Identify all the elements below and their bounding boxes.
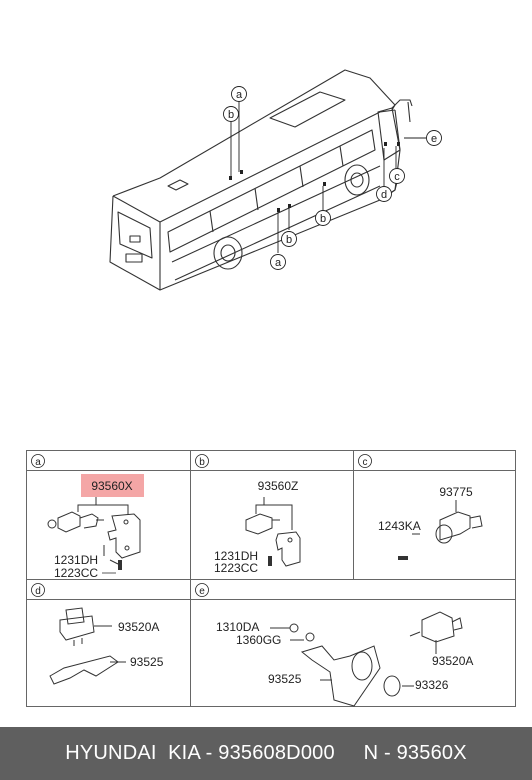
callout-b-mid: b bbox=[281, 231, 297, 247]
svg-text:a: a bbox=[35, 457, 41, 468]
callout-b-top: b bbox=[223, 106, 239, 122]
fastener-1223CC: 1223CC bbox=[54, 566, 98, 580]
part-label-93775: 93775 bbox=[439, 485, 473, 499]
part-label-93525-d: 93525 bbox=[130, 655, 164, 669]
fastener-1231DH-b: 1231DH bbox=[214, 549, 258, 563]
footer-bar: HYUNDAI KIA - 935608D000 N - 93560X bbox=[0, 727, 532, 780]
panel-e: 1310DA 1360GG 93520A 93525 93326 bbox=[216, 611, 473, 707]
svg-text:d: d bbox=[35, 586, 41, 597]
fastener-1223CC-b: 1223CC bbox=[214, 561, 258, 575]
panel-d-letter: d bbox=[31, 583, 45, 597]
bus-illustration bbox=[109, 69, 413, 291]
fastener-1231DH: 1231DH bbox=[54, 553, 98, 567]
nut-1360GG: 1360GG bbox=[236, 633, 281, 647]
part-label-93525-e: 93525 bbox=[268, 672, 302, 686]
panel-headers: a b c d e bbox=[31, 454, 372, 597]
highlight-box bbox=[81, 474, 144, 497]
panel-b: 93560Z 1231DH 1223CC bbox=[214, 479, 301, 575]
svg-text:c: c bbox=[394, 171, 400, 183]
part-label-93520A-e: 93520A bbox=[432, 654, 473, 668]
panel-b-letter: b bbox=[195, 454, 209, 468]
svg-text:e: e bbox=[431, 133, 437, 145]
callout-d: d bbox=[376, 186, 392, 202]
svg-text:a: a bbox=[236, 89, 243, 101]
fastener-1243KA: 1243KA bbox=[378, 519, 421, 533]
panel-c-letter: c bbox=[358, 454, 372, 468]
parts-grid bbox=[26, 450, 516, 707]
callout-b-right: b bbox=[315, 210, 331, 226]
panel-a-letter: a bbox=[31, 454, 45, 468]
part-label-93520A-d: 93520A bbox=[118, 620, 159, 634]
nut-1310DA: 1310DA bbox=[216, 620, 259, 634]
svg-text:b: b bbox=[199, 457, 205, 468]
callout-leaders bbox=[230, 102, 426, 253]
svg-text:d: d bbox=[381, 189, 387, 201]
part-label-93326: 93326 bbox=[415, 678, 449, 692]
callout-c: c bbox=[389, 168, 405, 184]
svg-text:b: b bbox=[286, 234, 292, 246]
callout-e: e bbox=[426, 130, 442, 146]
svg-text:b: b bbox=[228, 109, 234, 121]
parts-diagram: a b b a b c d e a b c d bbox=[26, 69, 516, 707]
callout-a-top: a bbox=[231, 86, 247, 102]
bus-callouts: a b b a b c d e bbox=[223, 86, 442, 270]
callout-a-bottom: a bbox=[270, 254, 286, 270]
sensor-marks bbox=[229, 142, 400, 212]
part-label-93560Z: 93560Z bbox=[258, 479, 299, 493]
panel-a: 93560X 1231DH 1223CC bbox=[47, 474, 144, 580]
svg-text:b: b bbox=[320, 213, 326, 225]
svg-text:a: a bbox=[275, 257, 282, 269]
panel-e-letter: e bbox=[195, 583, 209, 597]
svg-text:e: e bbox=[199, 586, 205, 597]
panel-d: 93520A 93525 bbox=[49, 607, 164, 685]
panel-c: 93775 1243KA bbox=[378, 485, 483, 560]
svg-text:c: c bbox=[363, 457, 368, 468]
part-label-93560X: 93560X bbox=[91, 479, 132, 493]
